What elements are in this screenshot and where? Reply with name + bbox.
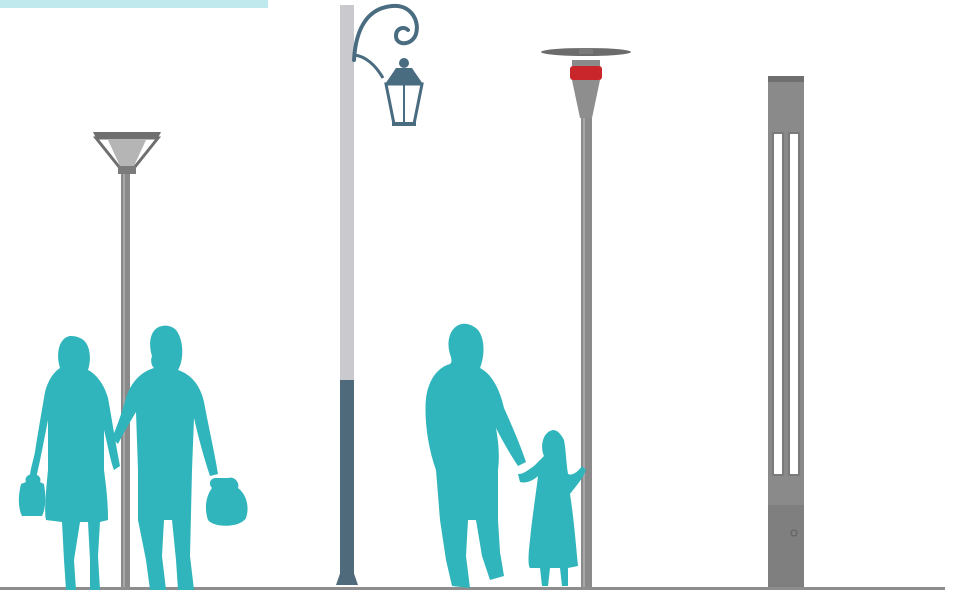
shopping-bag-icon — [205, 477, 248, 526]
bollard-column-light — [768, 76, 804, 588]
woman-silhouette — [18, 336, 120, 590]
top-band — [0, 0, 268, 8]
child-silhouette — [518, 430, 586, 586]
disc-lamp-post — [541, 48, 631, 590]
ground-line — [0, 587, 945, 590]
funnel-lamp-post — [92, 132, 162, 590]
man-silhouette — [112, 325, 248, 590]
lantern-lamp-post — [336, 3, 424, 585]
shopping-bag-icon — [18, 474, 46, 516]
father-silhouette — [425, 323, 526, 588]
